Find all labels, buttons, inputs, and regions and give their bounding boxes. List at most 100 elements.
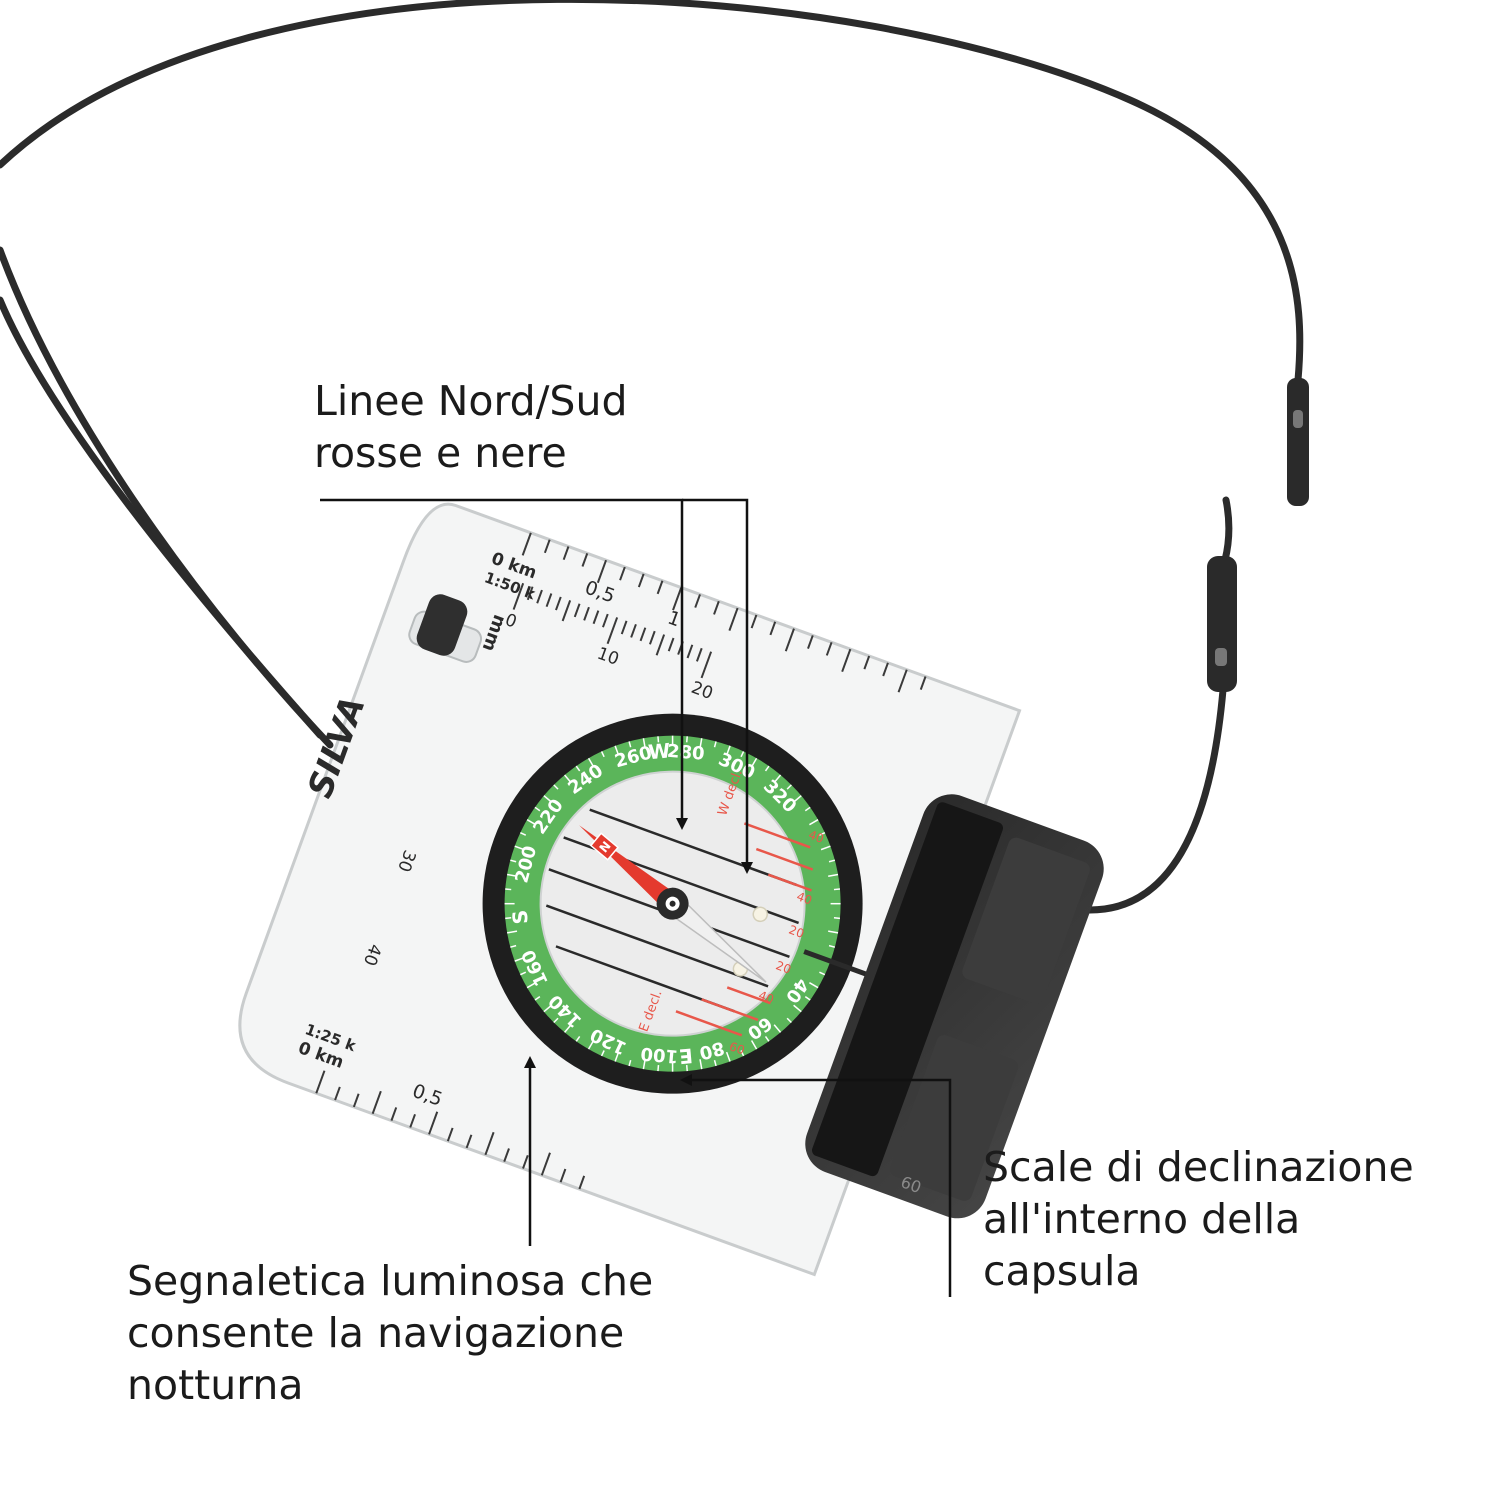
bezel-tick [699,738,703,749]
bezel-tick [657,1064,660,1072]
bezel-tick [507,873,518,877]
bezel-tick [725,745,731,756]
bezel-tick [750,1040,758,1050]
bezel-tick [820,845,831,851]
bezel-tick [828,944,836,948]
svg-text:100: 100 [640,1043,679,1067]
svg-text:40: 40 [807,828,826,846]
bezel-tick [819,971,826,976]
bezel-tick [526,819,537,826]
declination-numbers: 40 40 20 20 40 60 [727,828,826,1058]
lanyard-cord [0,0,1304,914]
svg-text:20: 20 [774,958,793,976]
bezel-tick [564,1024,572,1033]
svg-text:20: 20 [787,923,806,941]
cord-clip [416,594,468,656]
bezel-tick [587,1040,595,1050]
bezel-tick [793,795,802,803]
bezel-tick [520,832,527,836]
bezel-tick [833,888,841,891]
svg-text:40: 40 [795,889,814,907]
bezel-tick [804,995,811,1001]
svg-text:280: 280 [666,741,705,765]
bezel-tick [534,806,541,812]
bezel-tick [764,765,770,772]
bezel-tick [685,1064,688,1072]
compass-holder: 60 [805,794,1104,1219]
bezel-tick [600,751,605,758]
bezel-tick [628,1059,632,1067]
bezel-tick [526,982,537,989]
bezel-tick [510,944,517,948]
compass-capsule: 200 220 240 260 280 300 320 160 140 120 … [482,713,890,1094]
svg-text:W: W [647,738,671,764]
bezel-tick [725,1051,731,1062]
bezel-tick [786,1017,792,1024]
bezel-tick [786,784,792,790]
callout-line: capsula [983,1247,1141,1295]
bezel-tick [614,745,620,756]
bezel-tick [514,957,525,962]
bezel-tick [564,774,572,784]
callout-line: notturna [127,1361,304,1409]
bezel-tick [510,859,517,863]
bezel-tick [505,917,512,920]
bezel-tick [685,736,688,743]
callout-line: Scale di declinazione [983,1143,1414,1191]
bezel-tick [699,1059,703,1070]
bezel-tick [514,845,525,851]
luminous-dot [752,906,768,923]
bezel-tick [828,930,839,934]
bezel-tick [804,806,811,812]
declination-scale-e [675,986,771,1037]
declination-scale-w [743,822,814,892]
cord-end-connectors [1207,378,1309,692]
bezel-tick [833,917,841,920]
callout-luminous-markings: Segnaletica luminosa che consente la nav… [127,1255,653,1411]
bezel-tick [520,971,527,976]
bezel-tick [764,1035,770,1042]
bezel-tick [750,757,758,768]
bezel-tick [773,1024,782,1033]
bezel-tick [575,1035,581,1042]
callout-line: Linee Nord/Sud [314,377,628,425]
bezel-tick [614,1051,620,1062]
bezel-tick [642,738,646,749]
top-ruler-ticks [521,532,927,693]
bezel-tick [740,751,745,758]
svg-text:E: E [678,1044,694,1069]
bezel-tick [793,1004,802,1013]
callout-declination-scales: Scale di declinazione all'interno della … [983,1141,1414,1297]
callout-line: rosse e nere [314,429,567,477]
compass-needle: N [579,825,767,983]
svg-text:40: 40 [757,988,776,1006]
dial-letters: S W E [508,738,694,1069]
bezel-tick [628,741,632,748]
bezel-tick [553,784,559,790]
callout-line: Segnaletica luminosa che [127,1257,654,1305]
compass: SILVA 0 km 1:50 k 0,5 1 1:25 k 0 km 0,5 … [238,502,1104,1277]
bezel-tick [505,888,512,891]
bezel-tick [587,757,595,768]
callout-north-south-lines: Linee Nord/Sud rosse e nere [314,375,627,479]
bezel-tick [534,995,541,1001]
bezel-tick [773,774,782,784]
bezel-tick [553,1017,559,1024]
bezel-tick [657,736,660,743]
callout-line: consente la navigazione [127,1309,625,1357]
bezel-tick [713,741,717,748]
leader-lines [320,498,952,1297]
bezel-tick [543,1004,553,1013]
bezel-tick [828,873,839,877]
bottom-ruler-ticks [315,1070,586,1190]
mm-ruler-ticks [512,582,713,679]
bezel-tick [507,930,518,934]
bezel-tick [809,982,819,989]
bezel-tick [600,1050,605,1057]
bezel-tick [575,765,581,772]
bezel-tick [642,1059,646,1070]
svg-text:60: 60 [727,1039,746,1057]
bezel-tick [819,832,826,836]
leader-arrowheads [524,818,753,1086]
